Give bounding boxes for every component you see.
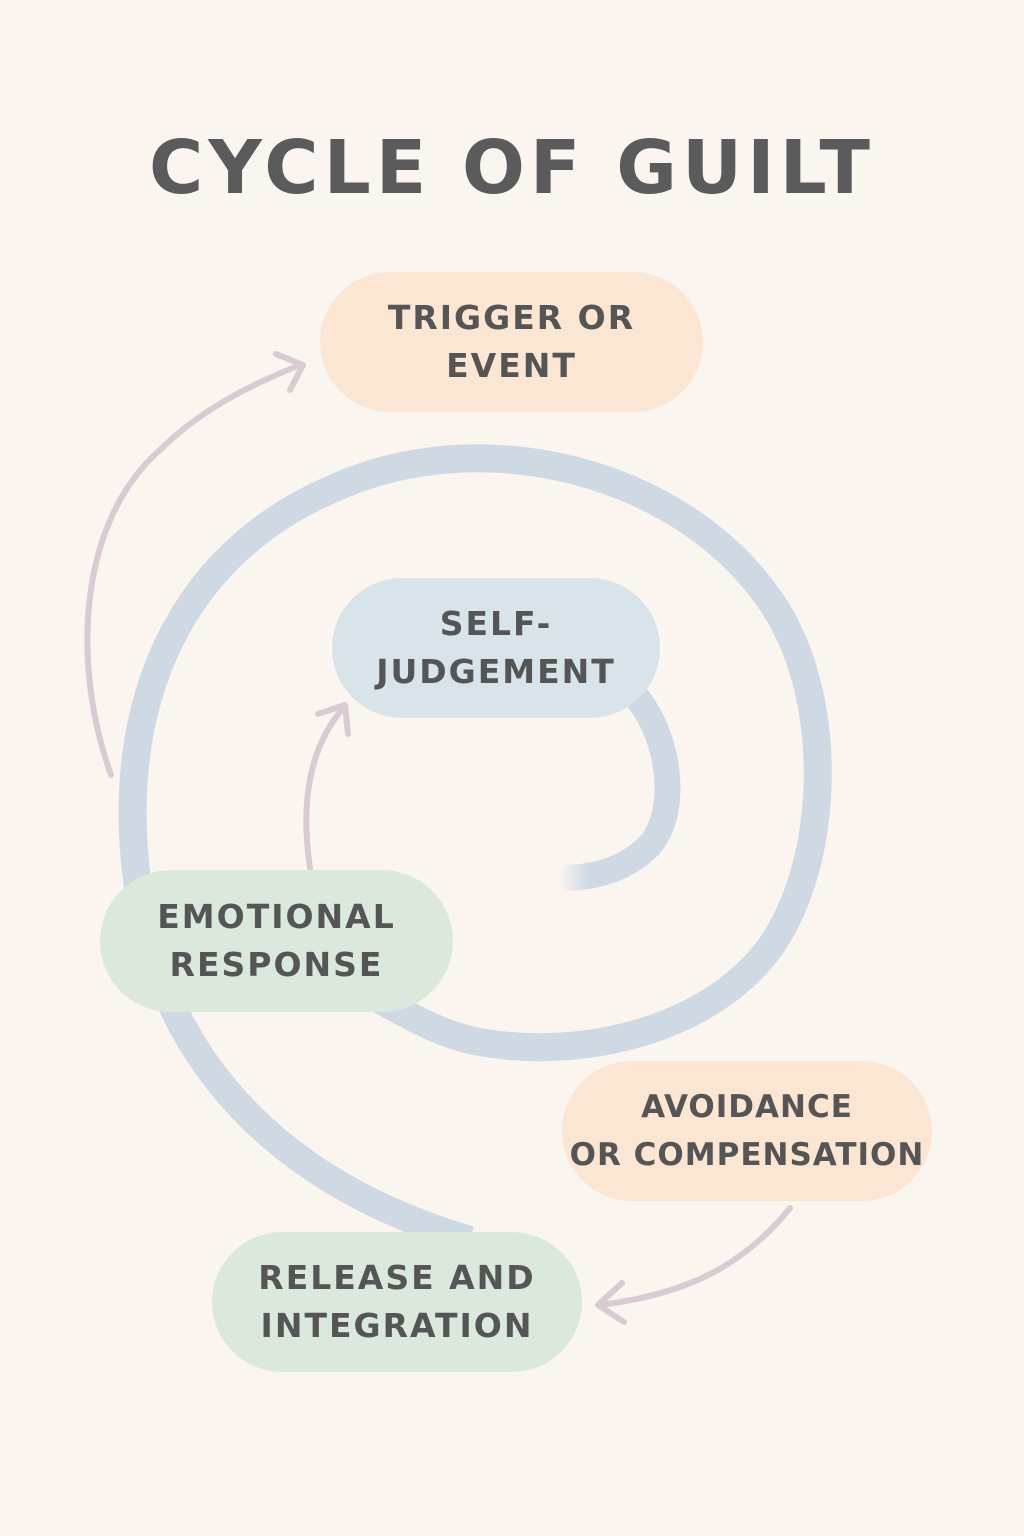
node-label-line: AVOIDANCE	[641, 1089, 853, 1125]
diagram-title: CYCLE OF GUILT	[149, 125, 875, 211]
node-label-line: EMOTIONAL	[157, 897, 396, 936]
node-label-line: OR COMPENSATION	[569, 1137, 925, 1173]
arrow-to-self-judgement	[303, 703, 348, 871]
node-label-line: EVENT	[446, 346, 577, 385]
arrowhead-self-judgement-icon	[315, 702, 351, 737]
node-label-line: JUDGEMENT	[376, 652, 616, 691]
arrowhead-release-icon	[595, 1280, 627, 1325]
spiral-inner	[559, 680, 681, 891]
node-label-line: TRIGGER OR	[387, 298, 636, 337]
node-label-line: SELF-	[439, 604, 553, 643]
arrow-to-trigger	[84, 362, 303, 778]
arrow-to-release	[597, 1205, 793, 1308]
node-label-line: RELEASE AND	[258, 1258, 536, 1297]
node-self-judgement: SELF- JUDGEMENT	[332, 578, 660, 718]
arrowhead-trigger-icon	[273, 351, 306, 393]
node-trigger-or-event: TRIGGER OR EVENT	[320, 272, 703, 412]
node-label-line: RESPONSE	[169, 945, 384, 984]
node-label-line: INTEGRATION	[260, 1306, 534, 1345]
node-release-and-integration: RELEASE AND INTEGRATION	[212, 1232, 582, 1372]
node-emotional-response: EMOTIONAL RESPONSE	[100, 870, 453, 1012]
node-avoidance-or-compensation: AVOIDANCE OR COMPENSATION	[562, 1061, 932, 1201]
